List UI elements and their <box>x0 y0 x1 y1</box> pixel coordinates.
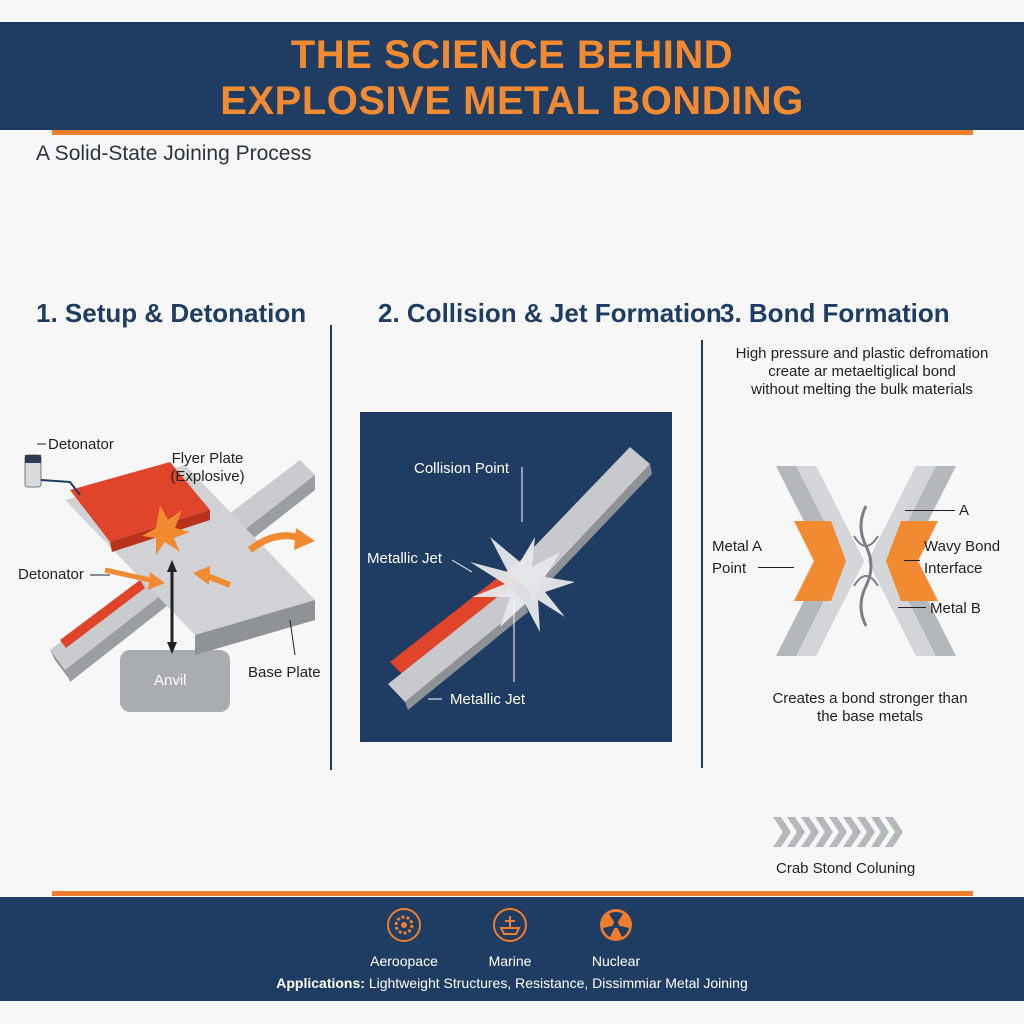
bond-caption-line1: Creates a bond stronger than <box>772 690 968 707</box>
applications-line: Applications: Lightweight Structures, Re… <box>0 975 1024 991</box>
page-title: THE SCIENCE BEHIND EXPLOSIVE METAL BONDI… <box>0 32 1024 124</box>
label-anvil: Anvil <box>154 672 187 689</box>
label-wavy-line2: Interface <box>924 560 983 577</box>
bond-description: High pressure and plastic defromation cr… <box>712 345 1012 399</box>
gear-icon <box>387 908 421 942</box>
footer-accent-rule <box>52 891 973 896</box>
label-detonator-left: Detonator <box>18 566 84 583</box>
bond-description-line2: create ar metaeltiglical bond <box>768 363 956 380</box>
upper-plate <box>510 447 650 592</box>
bond-zone-right <box>886 521 938 601</box>
application-marine: Marine <box>488 953 532 969</box>
application-nuclear: Nuclear <box>591 953 641 969</box>
label-metal-a-line2: Point <box>712 560 747 577</box>
setup-diagram <box>24 443 315 712</box>
label-base-plate: Base Plate <box>248 664 321 681</box>
panel-1-title: 1. Setup & Detonation <box>36 298 307 328</box>
ship-icon <box>493 908 527 942</box>
label-wavy-bond: Wavy Bond Interface <box>924 538 1000 578</box>
panel-divider-2 <box>701 340 703 768</box>
radiation-icon <box>600 909 632 941</box>
chevron-caption: Crab Stond Coluning <box>776 860 916 877</box>
applications-text: Lightweight Structures, Resistance, Diss… <box>368 975 748 991</box>
panel-2-title: 2. Collision & Jet Formation <box>378 298 722 328</box>
label-flyer-plate: Flyer Plate (Explosive) <box>160 450 255 486</box>
title-line-2: EXPLOSIVE METAL BONDING <box>220 79 804 123</box>
bond-diagram <box>776 466 956 656</box>
jet-burst <box>470 537 575 632</box>
leader-metal-a <box>758 567 794 568</box>
label-metal-a: Metal A Point <box>712 538 762 578</box>
anvil-block <box>120 650 230 712</box>
page-subtitle: A Solid-State Joining Process <box>36 142 312 165</box>
panel-divider-1 <box>330 325 332 770</box>
footer-banner: Aeroopace Marine Nuclear Applications: L… <box>0 897 1024 1001</box>
title-line-1: THE SCIENCE BEHIND <box>290 33 734 77</box>
header-banner: THE SCIENCE BEHIND EXPLOSIVE METAL BONDI… <box>0 22 1024 130</box>
panel-3-title: 3. Bond Formation <box>720 298 950 328</box>
label-wavy-line1: Wavy Bond <box>924 538 1001 555</box>
bond-caption: Creates a bond stronger than the base me… <box>720 690 1020 726</box>
header-accent-rule <box>52 130 973 135</box>
label-detonator-top: Detonator <box>48 436 114 453</box>
label-metallic-jet-upper: Metallic Jet <box>367 550 443 567</box>
bond-zone-left <box>794 521 846 601</box>
explosive-layer <box>70 462 210 542</box>
application-aerospace: Aeroopace <box>370 953 438 969</box>
label-metallic-jet-lower: Metallic Jet <box>450 691 526 708</box>
label-flyer-plate-line1: Flyer Plate <box>171 450 244 467</box>
wavy-interface <box>859 505 873 627</box>
explosion-burst <box>142 505 190 555</box>
label-metal-a-line1: Metal A <box>712 538 763 555</box>
label-metal-b: Metal B <box>930 600 981 617</box>
leader-wavy <box>904 560 920 561</box>
leader-a <box>905 510 955 511</box>
label-collision-point: Collision Point <box>414 460 510 477</box>
chevron-arrows-icon <box>773 817 903 847</box>
bond-description-line1: High pressure and plastic defromation <box>735 345 989 362</box>
bond-caption-line2: the base metals <box>817 708 923 725</box>
bond-description-line3: without melting the bulk materials <box>751 381 973 398</box>
lower-plate <box>388 587 525 702</box>
label-a: A <box>959 502 970 519</box>
applications-prefix: Applications: <box>276 975 365 991</box>
leader-metal-b <box>898 607 926 608</box>
label-flyer-plate-line2: (Explosive) <box>170 468 245 485</box>
collision-diagram <box>360 412 672 742</box>
